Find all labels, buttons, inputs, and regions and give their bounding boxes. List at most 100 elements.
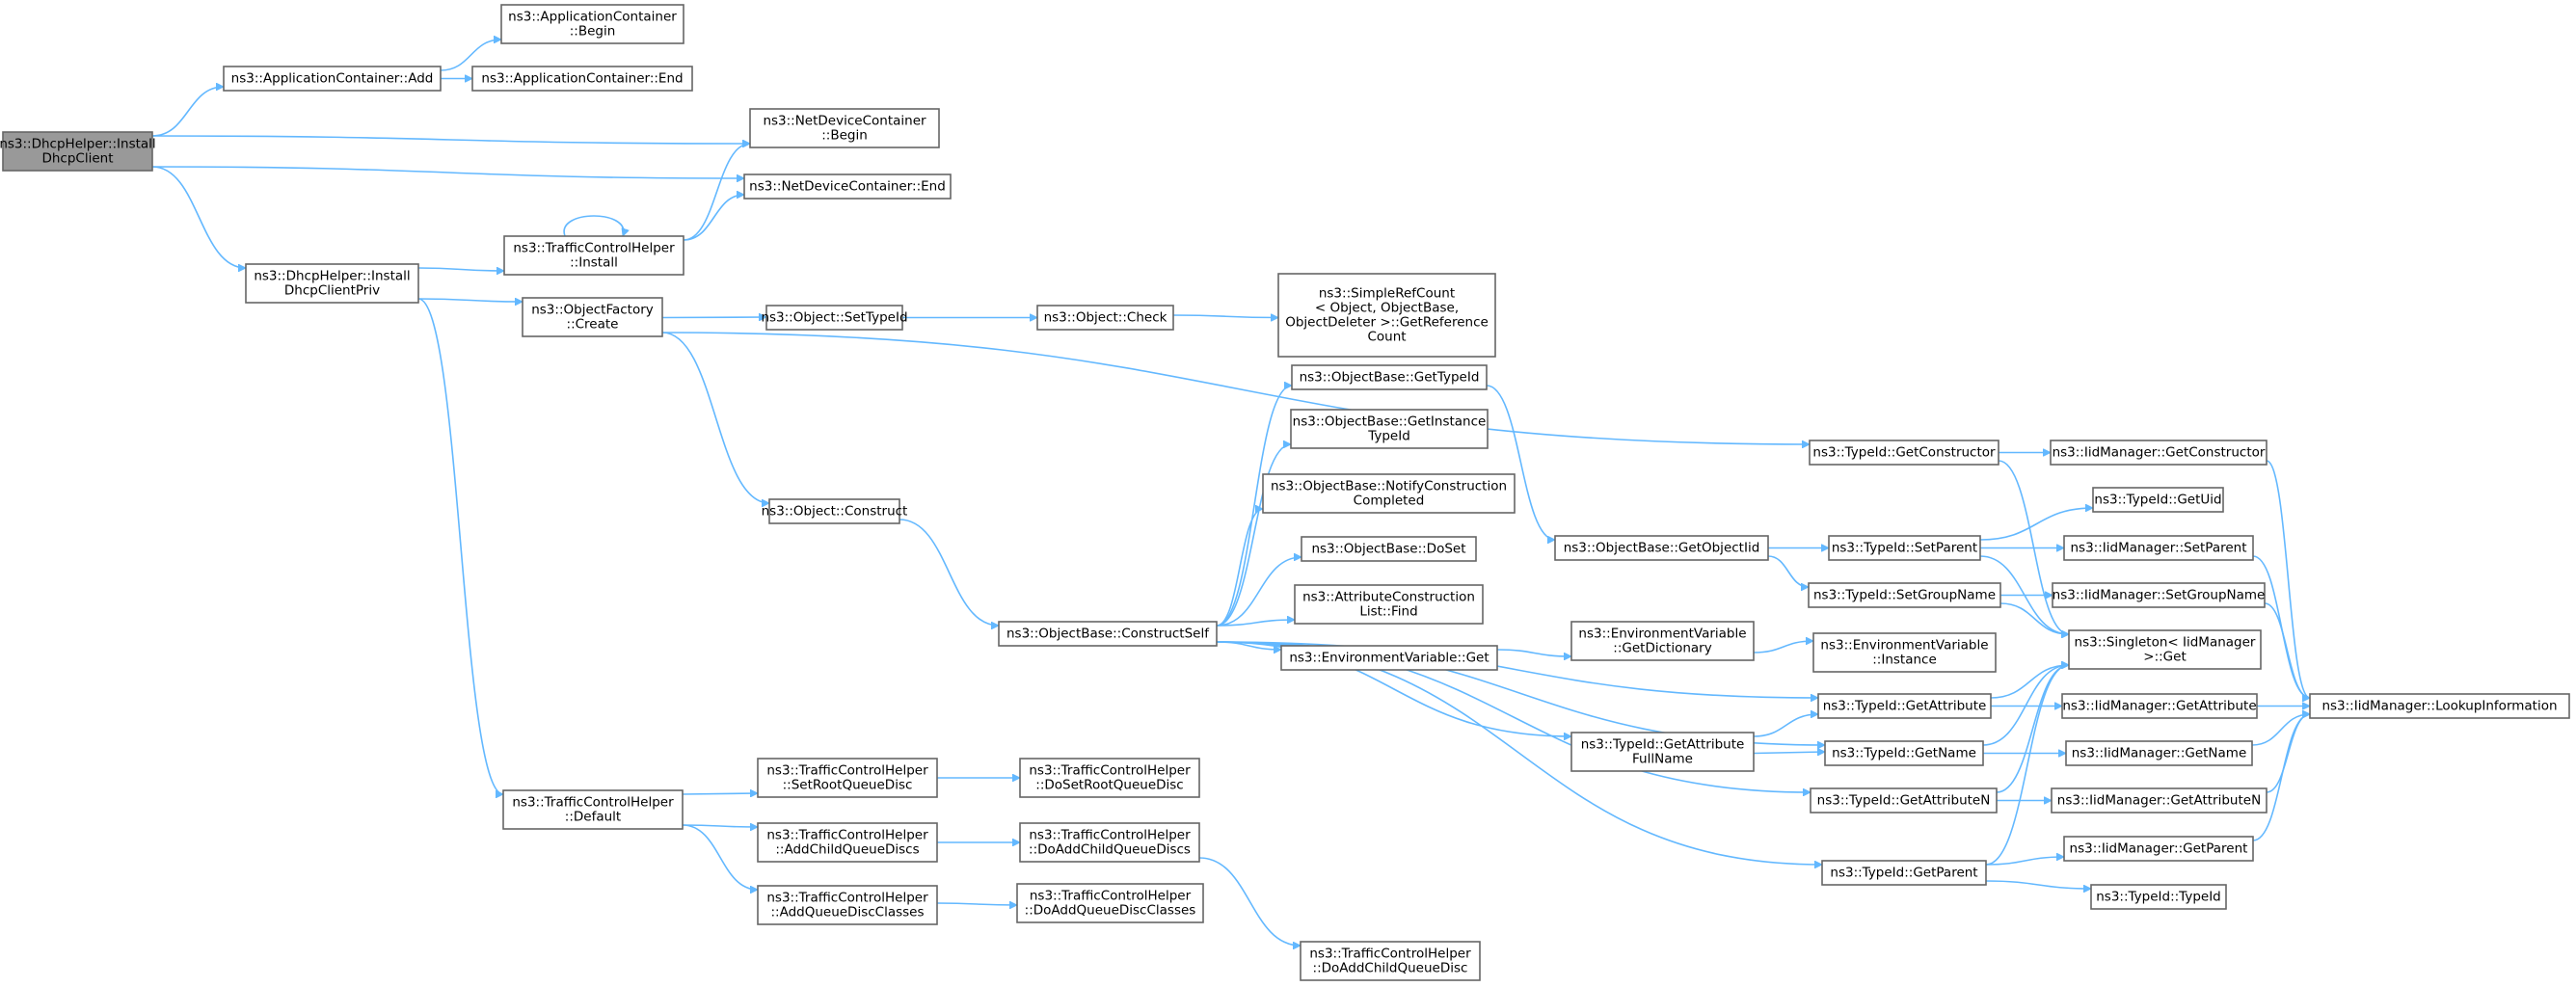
node-box[interactable]	[1810, 787, 1998, 814]
node-box[interactable]	[1016, 883, 1204, 923]
node-box[interactable]	[500, 4, 684, 44]
node-box[interactable]	[1019, 758, 1200, 798]
graph-node-n17[interactable]: ns3::ObjectBase::DoSet	[1301, 536, 1477, 562]
graph-node-n2[interactable]: ns3::ApplicationContainer::Begin	[500, 4, 684, 44]
graph-node-n49[interactable]: ns3::TrafficControlHelper::DoAddChildQue…	[1300, 941, 1481, 981]
node-box[interactable]	[471, 66, 693, 92]
node-box[interactable]	[2063, 836, 2254, 862]
graph-node-n24[interactable]: ns3::IidManager::GetConstructor	[2050, 440, 2267, 466]
node-box[interactable]	[757, 758, 938, 798]
node-box[interactable]	[2068, 629, 2262, 670]
graph-node-n23[interactable]: ns3::TypeId::GetConstructor	[1809, 440, 1999, 466]
graph-node-n13[interactable]: ns3::ObjectBase::ConstructSelf	[998, 621, 1218, 647]
graph-node-n8[interactable]: ns3::ObjectFactory::Create	[522, 297, 663, 337]
graph-node-n31[interactable]: ns3::TypeId::GetAttribute	[1817, 693, 1992, 719]
node-box[interactable]	[1812, 632, 1997, 673]
node-box[interactable]	[1301, 536, 1477, 562]
graph-node-n43[interactable]: ns3::TrafficControlHelper::SetRootQueueD…	[757, 758, 938, 798]
graph-node-n33[interactable]: ns3::IidManager::LookupInformation	[2309, 693, 2570, 719]
node-box[interactable]	[1280, 645, 1498, 671]
graph-node-n10[interactable]: ns3::Object::Check	[1036, 305, 1174, 331]
graph-node-n9[interactable]: ns3::Object::SetTypeId	[761, 305, 908, 331]
node-box[interactable]	[522, 297, 663, 337]
node-box[interactable]	[2052, 582, 2266, 608]
node-box[interactable]	[2063, 535, 2254, 561]
graph-node-n1[interactable]: ns3::ApplicationContainer::Add	[223, 66, 442, 92]
graph-node-n45[interactable]: ns3::TrafficControlHelper::AddChildQueue…	[757, 822, 938, 863]
graph-node-n35[interactable]: ns3::TypeId::GetName	[1824, 740, 1984, 766]
graph-node-n41[interactable]: ns3::TypeId::TypeId	[2090, 884, 2227, 910]
graph-node-n12[interactable]: ns3::Object::Construct	[762, 498, 908, 524]
graph-node-n47[interactable]: ns3::TrafficControlHelper::AddQueueDiscC…	[757, 885, 938, 925]
node-box[interactable]	[768, 498, 900, 524]
node-box[interactable]	[245, 263, 419, 304]
node-box[interactable]	[223, 66, 442, 92]
node-box[interactable]	[1570, 732, 1755, 772]
node-box[interactable]	[503, 235, 684, 276]
graph-node-n22[interactable]: ns3::ObjectBase::GetObjectIid	[1554, 535, 1769, 561]
node-box[interactable]	[1824, 740, 1984, 766]
node-box[interactable]	[502, 789, 684, 830]
graph-node-n25[interactable]: ns3::TypeId::SetParent	[1828, 535, 1981, 561]
graph-node-n21[interactable]: ns3::EnvironmentVariable::Instance	[1812, 632, 1997, 673]
node-box[interactable]	[2065, 740, 2253, 766]
node-box[interactable]	[1817, 693, 1992, 719]
node-box[interactable]	[2, 131, 153, 172]
graph-node-n39[interactable]: ns3::TypeId::GetParent	[1821, 860, 1987, 886]
graph-node-n16[interactable]: ns3::ObjectBase::NotifyConstructionCompl…	[1262, 473, 1516, 514]
node-box[interactable]	[2061, 693, 2258, 719]
node-box[interactable]	[1262, 473, 1516, 514]
graph-node-n32[interactable]: ns3::IidManager::GetAttribute	[2061, 693, 2258, 719]
graph-node-n38[interactable]: ns3::IidManager::GetAttributeN	[2051, 787, 2267, 814]
node-box[interactable]	[1290, 409, 1489, 449]
graph-node-n36[interactable]: ns3::IidManager::GetName	[2065, 740, 2253, 766]
graph-node-n7[interactable]: ns3::TrafficControlHelper::Install	[503, 235, 684, 276]
node-box[interactable]	[1294, 584, 1484, 625]
node-box[interactable]	[1821, 860, 1987, 886]
node-box[interactable]	[2090, 884, 2227, 910]
graph-node-n30[interactable]: ns3::Singleton< IidManager>::Get	[2068, 629, 2262, 670]
graph-node-n48[interactable]: ns3::TrafficControlHelper::DoAddQueueDis…	[1016, 883, 1204, 923]
node-box[interactable]	[765, 305, 903, 331]
node-box[interactable]	[1019, 822, 1200, 863]
node-box[interactable]	[757, 822, 938, 863]
node-box[interactable]	[2309, 693, 2570, 719]
graph-node-n46[interactable]: ns3::TrafficControlHelper::DoAddChildQue…	[1019, 822, 1200, 863]
node-box[interactable]	[743, 173, 952, 200]
graph-node-n44[interactable]: ns3::TrafficControlHelper::DoSetRootQueu…	[1019, 758, 1200, 798]
node-box[interactable]	[1809, 440, 1999, 466]
node-box[interactable]	[749, 108, 940, 148]
graph-node-n42[interactable]: ns3::TrafficControlHelper::Default	[502, 789, 684, 830]
graph-node-n20[interactable]: ns3::EnvironmentVariable::GetDictionary	[1570, 621, 1755, 661]
graph-node-n29[interactable]: ns3::IidManager::SetGroupName	[2052, 582, 2266, 608]
graph-node-n37[interactable]: ns3::TypeId::GetAttributeN	[1810, 787, 1998, 814]
graph-node-n19[interactable]: ns3::EnvironmentVariable::Get	[1280, 645, 1498, 671]
node-box[interactable]	[2092, 487, 2224, 513]
node-box[interactable]	[1300, 941, 1481, 981]
node-box[interactable]	[1828, 535, 1981, 561]
node-box[interactable]	[2050, 440, 2267, 466]
node-box[interactable]	[1291, 364, 1488, 390]
graph-node-n27[interactable]: ns3::IidManager::SetParent	[2063, 535, 2254, 561]
graph-node-n3[interactable]: ns3::ApplicationContainer::End	[471, 66, 693, 92]
graph-node-n5[interactable]: ns3::NetDeviceContainer::End	[743, 173, 952, 200]
graph-node-n11[interactable]: ns3::SimpleRefCount< Object, ObjectBase,…	[1277, 273, 1496, 358]
node-box[interactable]	[1808, 582, 2001, 608]
node-box[interactable]	[1036, 305, 1174, 331]
graph-node-n28[interactable]: ns3::TypeId::SetGroupName	[1808, 582, 2001, 608]
graph-node-n26[interactable]: ns3::TypeId::GetUid	[2092, 487, 2224, 513]
node-box[interactable]	[1554, 535, 1769, 561]
node-box[interactable]	[998, 621, 1218, 647]
graph-node-n40[interactable]: ns3::IidManager::GetParent	[2063, 836, 2254, 862]
node-box[interactable]	[1570, 621, 1755, 661]
node-box[interactable]	[1277, 273, 1496, 358]
node-box[interactable]	[757, 885, 938, 925]
node-box[interactable]	[2051, 787, 2267, 814]
graph-node-n14[interactable]: ns3::ObjectBase::GetTypeId	[1291, 364, 1488, 390]
graph-node-n4[interactable]: ns3::NetDeviceContainer::Begin	[749, 108, 940, 148]
